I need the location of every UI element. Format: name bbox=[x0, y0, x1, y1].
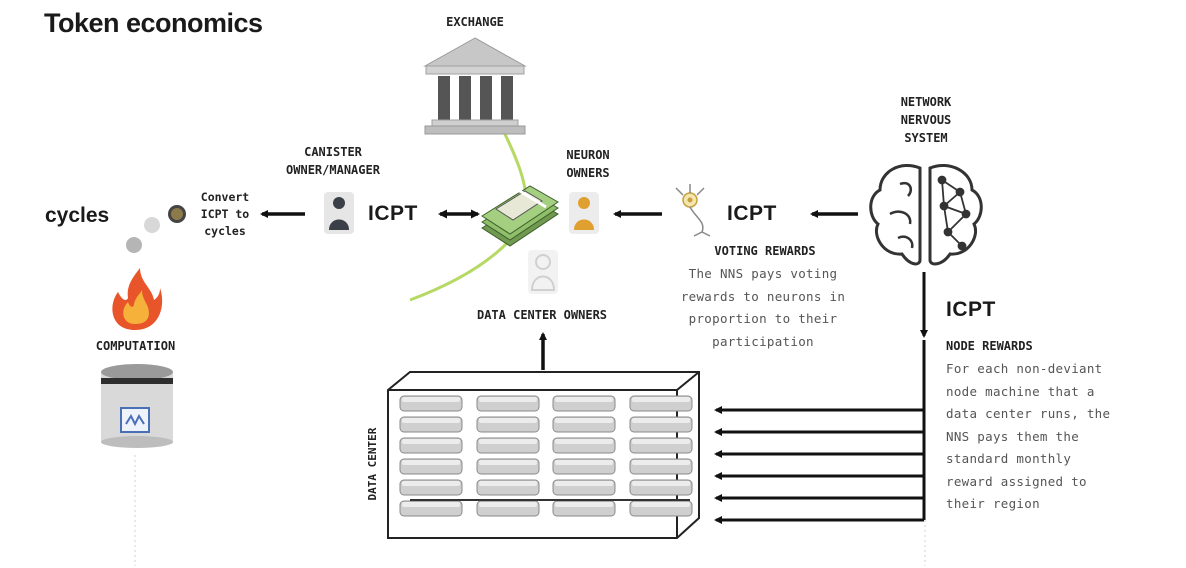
nns-label-line: SYSTEM bbox=[904, 131, 948, 145]
server-icon bbox=[476, 437, 540, 454]
convert-label: Convert ICPT to cycles bbox=[190, 189, 260, 240]
server-icon bbox=[629, 458, 693, 475]
server-icon bbox=[476, 458, 540, 475]
data-center-owners-label: DATA CENTER OWNERS bbox=[476, 308, 608, 322]
canister-owner-line: CANISTER bbox=[304, 145, 362, 159]
voting-desc-line: proportion to their bbox=[688, 311, 838, 326]
icpt-token-canister: ICPT bbox=[368, 202, 418, 225]
server-icon bbox=[629, 437, 693, 454]
neuron-owners-line: OWNERS bbox=[566, 166, 610, 180]
voting-rewards-description: The NNS pays voting rewards to neurons i… bbox=[668, 263, 858, 353]
flame-icon bbox=[112, 268, 163, 330]
server-icon bbox=[476, 500, 540, 517]
network-nervous-system-label: NETWORK NERVOUS SYSTEM bbox=[876, 93, 976, 147]
server-icon bbox=[629, 500, 693, 517]
convert-line: ICPT to bbox=[200, 207, 250, 221]
icpt-token-node: ICPT bbox=[946, 298, 996, 321]
server-icon bbox=[399, 500, 463, 517]
node-desc-line: their region bbox=[946, 496, 1040, 511]
server-icon bbox=[399, 458, 463, 475]
node-desc-line: data center runs, the bbox=[946, 406, 1111, 421]
server-icon bbox=[476, 395, 540, 412]
nns-label-line: NERVOUS bbox=[900, 113, 952, 127]
convert-line: cycles bbox=[204, 224, 246, 238]
icpt-token-voting: ICPT bbox=[727, 202, 777, 225]
voting-rewards-heading: VOTING REWARDS bbox=[714, 244, 816, 258]
node-desc-line: standard monthly bbox=[946, 451, 1072, 466]
server-icon bbox=[552, 416, 616, 433]
canister-owner-label: CANISTER OWNER/MANAGER bbox=[258, 143, 408, 179]
exchange-label: EXCHANGE bbox=[446, 15, 504, 29]
voting-desc-line: participation bbox=[712, 333, 814, 349]
cycle-tokens-icon bbox=[126, 205, 186, 253]
page-title: Token economics bbox=[44, 8, 263, 38]
server-icon bbox=[552, 458, 616, 475]
server-icon bbox=[552, 479, 616, 496]
money-stack-icon bbox=[481, 185, 559, 247]
convert-line: Convert bbox=[200, 190, 250, 204]
server-icon bbox=[399, 395, 463, 412]
server-icon bbox=[399, 479, 463, 496]
voting-desc-line: The NNS pays voting bbox=[688, 266, 838, 281]
node-rewards-heading: NODE REWARDS bbox=[946, 339, 1033, 353]
person-icon bbox=[324, 192, 354, 234]
node-desc-line: node machine that a bbox=[946, 383, 1095, 399]
person-icon bbox=[528, 250, 558, 294]
server-icon bbox=[629, 416, 693, 433]
neuron-icon bbox=[675, 184, 711, 237]
server-icon bbox=[399, 416, 463, 433]
server-icon bbox=[629, 479, 693, 496]
server-icon bbox=[552, 500, 616, 517]
voting-desc-line: rewards to neurons in bbox=[680, 288, 846, 304]
bank-icon bbox=[423, 37, 527, 135]
neuron-owners-label: NEURON OWNERS bbox=[548, 146, 628, 182]
server-grid bbox=[399, 395, 693, 517]
server-icon bbox=[629, 395, 693, 412]
computation-label: COMPUTATION bbox=[95, 339, 176, 353]
database-icon bbox=[101, 364, 173, 448]
data-center-label: DATA CENTER bbox=[366, 427, 379, 501]
server-icon bbox=[552, 395, 616, 412]
node-rewards-description: For each non-deviant node machine that a… bbox=[946, 358, 1146, 516]
server-icon bbox=[476, 416, 540, 433]
brain-icon bbox=[869, 163, 983, 266]
node-desc-line: NNS pays them the bbox=[946, 428, 1080, 444]
node-desc-line: reward assigned to bbox=[946, 473, 1087, 489]
node-reward-arrows bbox=[714, 406, 924, 524]
person-icon bbox=[569, 192, 599, 234]
canister-owner-line: OWNER/MANAGER bbox=[286, 163, 380, 177]
server-icon bbox=[476, 479, 540, 496]
server-icon bbox=[552, 437, 616, 454]
neuron-owners-line: NEURON bbox=[566, 148, 610, 162]
nns-label-line: NETWORK bbox=[900, 95, 952, 109]
cycles-label: cycles bbox=[45, 204, 110, 227]
node-desc-line: For each non-deviant bbox=[946, 361, 1103, 376]
server-icon bbox=[399, 437, 463, 454]
